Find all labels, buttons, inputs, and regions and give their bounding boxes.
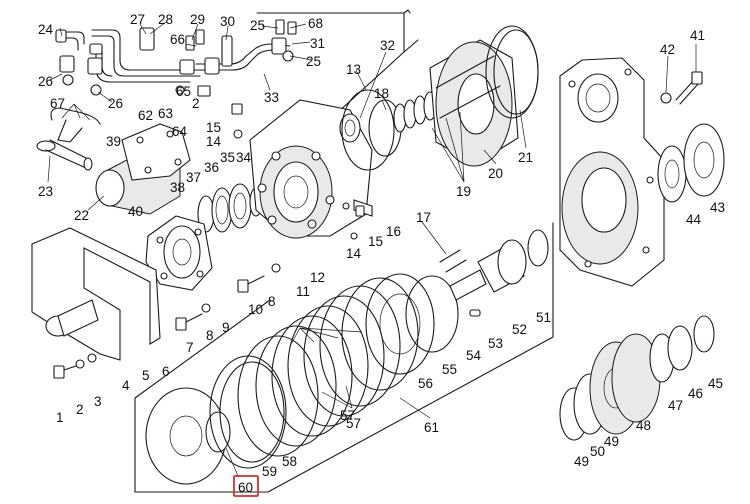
bolt-41 xyxy=(660,71,703,105)
callout-61: 61 xyxy=(424,420,439,435)
callout-5: 5 xyxy=(142,368,150,383)
callout-26a: 26 xyxy=(38,74,53,89)
callout-45: 45 xyxy=(708,376,723,391)
callout-3: 3 xyxy=(94,394,102,409)
callout-10: 10 xyxy=(248,302,263,317)
callout-68: 68 xyxy=(308,16,323,31)
callout-14a: 14 xyxy=(206,134,222,149)
callout-63: 63 xyxy=(158,106,173,121)
callout-42: 42 xyxy=(660,42,675,57)
bearing-stack xyxy=(197,183,263,233)
fasteners xyxy=(53,103,365,379)
callout-8b: 8 xyxy=(268,294,276,309)
callout-60-highlight-box xyxy=(233,475,259,497)
callout-24: 24 xyxy=(38,22,54,37)
callout-28: 28 xyxy=(158,12,173,27)
callout-46: 46 xyxy=(688,386,703,401)
callout-12: 12 xyxy=(310,270,325,285)
callout-6: 6 xyxy=(162,364,170,379)
callout-1: 1 xyxy=(56,410,64,425)
callout-37: 37 xyxy=(186,170,201,185)
callout-52: 52 xyxy=(512,322,527,337)
callout-21: 21 xyxy=(518,150,533,165)
callout-15b: 15 xyxy=(368,234,383,249)
callout-38: 38 xyxy=(170,180,185,195)
pin-and-clip xyxy=(36,107,101,171)
callout-41: 41 xyxy=(690,28,705,43)
callout-40: 40 xyxy=(128,204,143,219)
gear-train xyxy=(559,315,715,441)
callout-25a: 25 xyxy=(250,18,265,33)
callout-17: 17 xyxy=(416,210,431,225)
callout-44: 44 xyxy=(686,212,702,227)
callout-39: 39 xyxy=(106,134,121,149)
callout-15a: 15 xyxy=(206,120,221,135)
callout-20: 20 xyxy=(488,166,503,181)
snap-ring-21 xyxy=(485,25,539,119)
cover-plate xyxy=(31,227,161,361)
callout-2: 2 xyxy=(76,402,84,417)
callout-62: 62 xyxy=(138,108,153,123)
callout-55: 55 xyxy=(442,362,457,377)
callout-9: 9 xyxy=(222,320,230,335)
callout-49b: 49 xyxy=(574,454,589,469)
callout-29: 29 xyxy=(190,12,205,27)
housing-22 xyxy=(95,123,191,215)
callout-53: 53 xyxy=(488,336,503,351)
callout-2b: 2 xyxy=(192,96,200,111)
callout-49a: 49 xyxy=(604,434,619,449)
callout-48: 48 xyxy=(636,418,651,433)
callout-16: 16 xyxy=(386,224,401,239)
callout-4: 4 xyxy=(122,378,130,393)
callout-64: 64 xyxy=(172,124,188,139)
callout-58: 58 xyxy=(282,454,297,469)
callout-43: 43 xyxy=(710,200,725,215)
input-shaft xyxy=(439,229,549,317)
flange-43-44 xyxy=(657,123,725,203)
clutch-drum-20 xyxy=(429,39,519,167)
callout-50: 50 xyxy=(590,444,605,459)
callout-59: 59 xyxy=(262,464,277,479)
callout-60: 60 xyxy=(238,480,253,495)
callout-11: 11 xyxy=(296,284,310,299)
callout-56: 56 xyxy=(418,376,433,391)
callout-57a: 57 xyxy=(340,408,355,423)
callout-51: 51 xyxy=(536,310,551,325)
callout-19: 19 xyxy=(456,184,471,199)
callout-34: 34 xyxy=(236,150,252,165)
callout-labels: 1 2 3 4 5 6 7 8 8 9 10 11 12 13 14 14 15… xyxy=(38,12,725,495)
callout-13: 13 xyxy=(346,62,361,77)
callout-25b: 25 xyxy=(306,54,321,69)
callout-22: 22 xyxy=(74,208,89,223)
flange-40 xyxy=(145,215,213,291)
callout-8a: 8 xyxy=(206,328,214,343)
main-housing xyxy=(249,99,373,239)
callout-36: 36 xyxy=(204,160,219,175)
callout-66: 66 xyxy=(170,32,185,47)
callout-33: 33 xyxy=(264,90,279,105)
callout-35: 35 xyxy=(220,150,235,165)
gearbox-housing xyxy=(559,57,665,287)
callout-32: 32 xyxy=(380,38,395,53)
callout-18: 18 xyxy=(374,86,389,101)
callout-7: 7 xyxy=(186,340,194,355)
clutch-pack xyxy=(145,273,459,485)
callout-30: 30 xyxy=(220,14,235,29)
callout-47: 47 xyxy=(668,398,683,413)
leader-lines xyxy=(47,21,697,477)
callout-26b: 26 xyxy=(108,96,123,111)
callout-57b: 57 xyxy=(346,416,361,431)
callout-31: 31 xyxy=(310,36,325,51)
pipe-assembly xyxy=(55,19,297,97)
callout-23: 23 xyxy=(38,184,53,199)
callout-67: 67 xyxy=(50,96,65,111)
callout-54: 54 xyxy=(466,348,482,363)
callout-65: 65 xyxy=(176,84,191,99)
callout-14b: 14 xyxy=(346,246,362,261)
callout-27: 27 xyxy=(130,12,145,27)
